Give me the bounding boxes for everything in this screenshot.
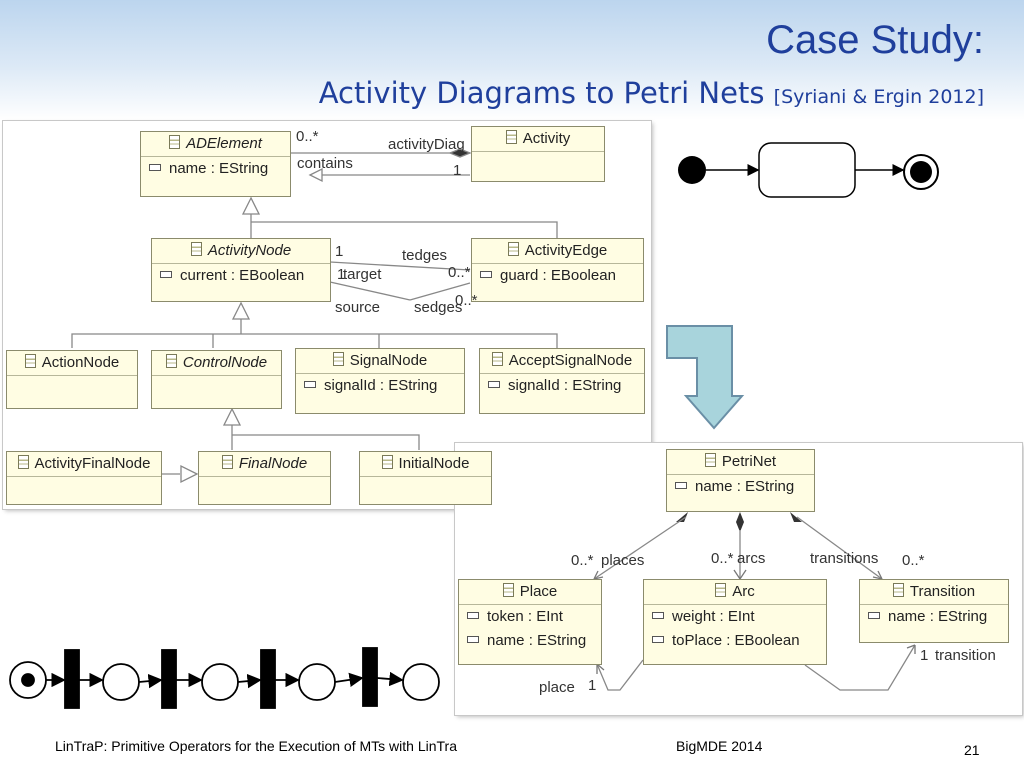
class-icon bbox=[381, 455, 393, 469]
attribute-icon bbox=[149, 164, 161, 171]
label-places: places bbox=[601, 552, 645, 569]
label-arcs: arcs bbox=[737, 550, 766, 567]
class-finalnode: FinalNode bbox=[198, 451, 331, 505]
class-icon bbox=[704, 453, 716, 467]
attribute-icon bbox=[160, 271, 172, 278]
label-tedges-mult: 0..* bbox=[448, 264, 471, 281]
citation: [Syriani & Ergin 2012] bbox=[773, 86, 984, 108]
petri-net-instance bbox=[9, 647, 440, 709]
label-place-mult: 1 bbox=[588, 677, 597, 694]
class-signalnode: SignalNode signalId : EString bbox=[295, 348, 465, 414]
class-activityedge: ActivityEdge guard : EBoolean bbox=[471, 238, 644, 302]
footer-center: BigMDE 2014 bbox=[676, 738, 763, 754]
slide-title: Case Study: bbox=[766, 18, 984, 62]
attribute-icon bbox=[868, 612, 880, 619]
attribute-icon bbox=[675, 482, 687, 489]
class-activitynode: ActivityNode current : EBoolean bbox=[151, 238, 331, 302]
attribute-icon bbox=[467, 636, 479, 643]
label-transitions-mult: 0..* bbox=[902, 552, 925, 569]
class-icon bbox=[505, 130, 517, 144]
page-number: 21 bbox=[964, 742, 980, 758]
label-transitions: transitions bbox=[810, 550, 879, 567]
label-source: source bbox=[335, 299, 381, 316]
attribute-icon bbox=[304, 381, 316, 388]
label-source-mult: 1 bbox=[337, 266, 346, 283]
attribute-icon bbox=[480, 271, 492, 278]
activity-instance bbox=[678, 142, 939, 198]
pn-relations bbox=[593, 512, 916, 691]
label-transition-role: transition bbox=[935, 647, 996, 664]
label-contains-role: contains bbox=[297, 155, 353, 172]
class-transition: Transition name : EString bbox=[859, 579, 1009, 643]
class-place: Place token : EInt name : EString bbox=[458, 579, 602, 665]
label-contains-mult: 0..* bbox=[296, 128, 319, 145]
class-activityfinalnode: ActivityFinalNode bbox=[6, 451, 162, 505]
class-icon bbox=[24, 354, 36, 368]
attribute-icon bbox=[652, 612, 664, 619]
class-icon bbox=[332, 352, 344, 366]
class-arc: Arc weight : EInt toPlace : EBoolean bbox=[643, 579, 827, 665]
ad-relations bbox=[71, 148, 558, 484]
title-background bbox=[0, 0, 1024, 120]
label-target: target bbox=[343, 266, 382, 283]
class-icon bbox=[17, 455, 29, 469]
label-activity-role: activityDiag bbox=[388, 136, 465, 153]
footer-left: LinTraP: Primitive Operators for the Exe… bbox=[55, 738, 457, 754]
class-controlnode: ControlNode bbox=[151, 350, 282, 409]
attribute-icon bbox=[488, 381, 500, 388]
label-sedges: sedges bbox=[414, 299, 463, 316]
slide-subtitle: Activity Diagrams to Petri Nets [Syriani… bbox=[319, 76, 984, 110]
class-initialnode: InitialNode bbox=[359, 451, 492, 505]
class-icon bbox=[892, 583, 904, 597]
attribute-icon bbox=[652, 636, 664, 643]
label-activity-mult: 1 bbox=[453, 162, 462, 179]
label-tedges: tedges bbox=[402, 247, 448, 264]
label-target-mult: 1 bbox=[335, 243, 344, 260]
class-icon bbox=[169, 135, 181, 149]
label-sedges-mult: 0..* bbox=[455, 292, 478, 309]
class-icon bbox=[507, 242, 519, 256]
subtitle-text: Activity Diagrams to Petri Nets bbox=[318, 76, 765, 110]
label-places-mult: 0..* bbox=[571, 552, 594, 569]
label-transition-mult: 1 bbox=[920, 647, 929, 664]
class-icon bbox=[221, 455, 233, 469]
class-icon bbox=[190, 242, 202, 256]
class-petrinet: PetriNet name : EString bbox=[666, 449, 815, 512]
class-icon bbox=[715, 583, 727, 597]
label-arcs-mult: 0..* bbox=[711, 550, 734, 567]
class-acceptsignalnode: AcceptSignalNode signalId : EString bbox=[479, 348, 645, 414]
class-icon bbox=[502, 583, 514, 597]
attribute-icon bbox=[467, 612, 479, 619]
class-activity: Activity bbox=[471, 126, 605, 182]
class-icon bbox=[165, 354, 177, 368]
label-place-role: place bbox=[539, 679, 575, 696]
class-adelement: ADElement name : EString bbox=[140, 131, 291, 197]
class-actionnode: ActionNode bbox=[6, 350, 138, 409]
transformation-arrow bbox=[666, 325, 745, 430]
class-icon bbox=[491, 352, 503, 366]
